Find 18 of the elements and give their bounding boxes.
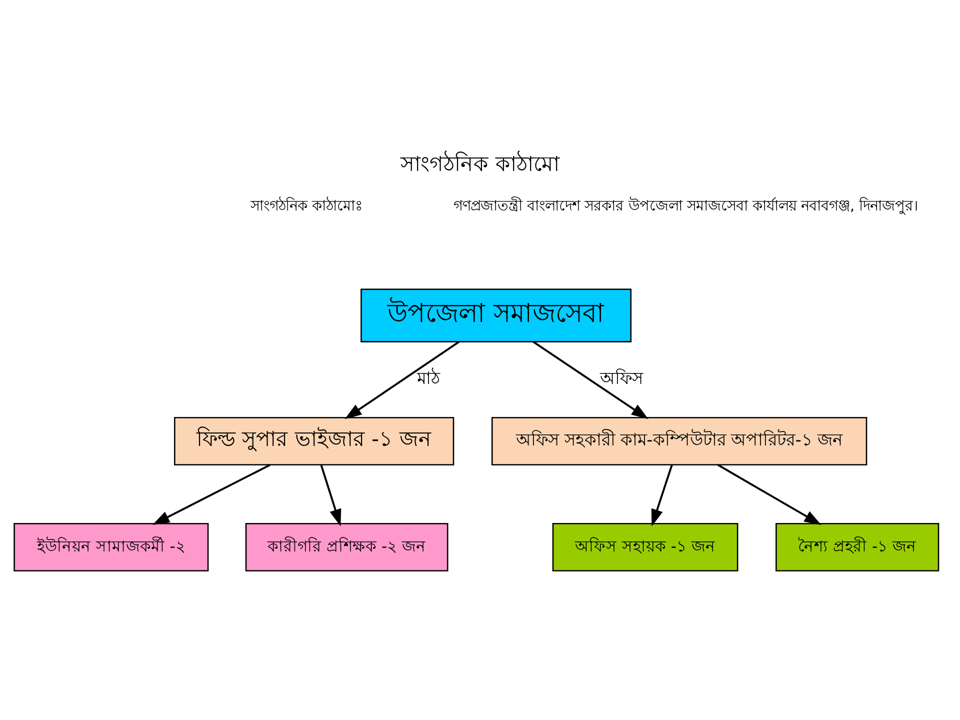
arrow: [717, 464, 822, 525]
arrow: [320, 464, 342, 526]
node-box: উপজেলা সমাজসেবা: [360, 288, 632, 342]
node-box: অফিস সহায়ক -১ জন: [552, 522, 738, 572]
arrow: [651, 464, 673, 526]
node-box: ফিল্ড সুপার ভাইজার -১ জন: [174, 416, 454, 466]
edge-label: মাঠ: [417, 369, 440, 390]
label: গণপ্রজাতন্ত্রী বাংলাদেশ সরকার উপজেলা সমাজসেবা কার্যালয় নবাবগঞ্জ, দিনাজপুর।: [454, 198, 918, 214]
arrow: [152, 464, 270, 525]
edge-label: অফিস: [600, 369, 644, 390]
node-box: নৈশ্য প্রহরী -১ জন: [776, 522, 940, 572]
node-box: অফিস সহকারী কাম-কম্পিউটার অপারিটর-১ জন: [491, 416, 868, 466]
node-box: কারীগরি প্রশিক্ষক -২ জন: [245, 522, 448, 572]
arrow: [344, 340, 460, 420]
arrow: [532, 340, 648, 420]
diagram-title: সাংগঠনিক কাঠামো: [400, 152, 560, 176]
node-box: ইউনিয়ন সামাজকর্মী -২: [14, 522, 209, 572]
label: সাংগঠনিক কাঠামোঃ: [250, 198, 362, 214]
